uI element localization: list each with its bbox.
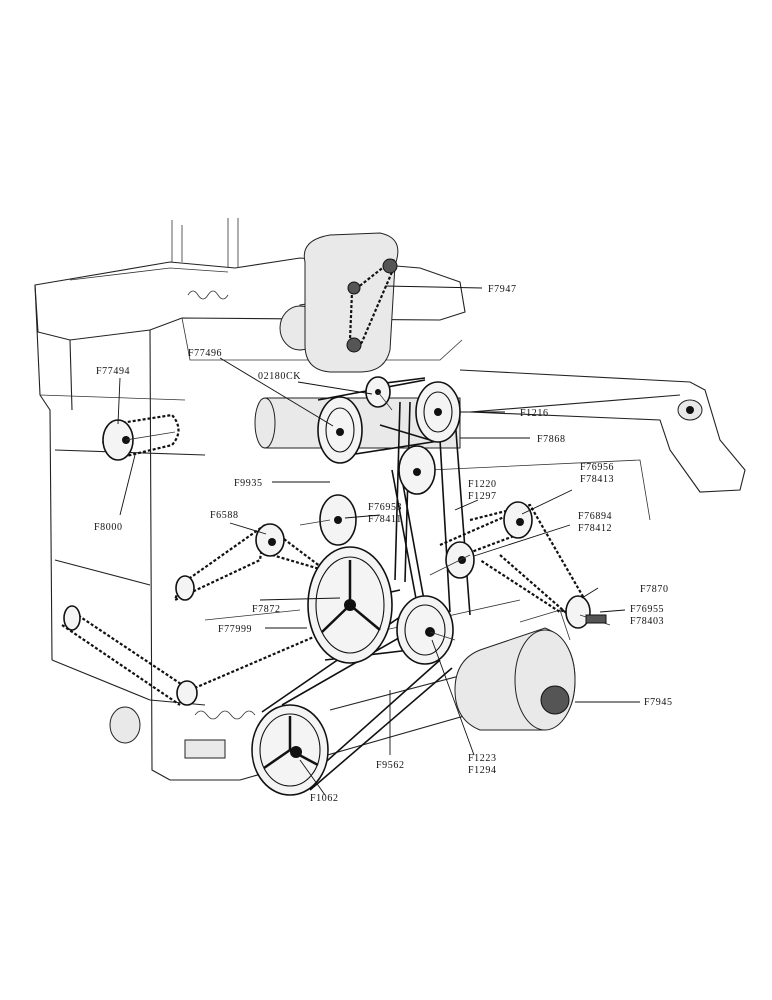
label-f7947: F7947 xyxy=(488,284,517,295)
label-f1294: F1294 xyxy=(468,765,497,776)
sprocket-f6588 xyxy=(255,523,285,557)
label-f77999: F77999 xyxy=(218,624,252,635)
label-f6588: F6588 xyxy=(210,510,239,521)
right-gearbox xyxy=(454,609,576,731)
part-labels: F7947 F77494 F77496 02180CK F1216 F7868 … xyxy=(94,284,673,804)
label-f9935: F9935 xyxy=(234,478,263,489)
label-f7945: F7945 xyxy=(644,697,673,708)
label-f1297: F1297 xyxy=(468,491,497,502)
label-f76955: F76955 xyxy=(630,604,664,615)
label-f77496: F77496 xyxy=(188,348,222,359)
label-f78412: F78412 xyxy=(578,523,612,534)
label-f76956: F76956 xyxy=(580,462,614,473)
sprocket-left-small xyxy=(63,575,198,706)
label-f7870: F7870 xyxy=(640,584,669,595)
pulley-f7872 xyxy=(307,546,393,664)
lower-shaft-spring xyxy=(109,706,256,759)
pulley-idler xyxy=(398,445,436,495)
sprocket-f76956 xyxy=(503,501,533,539)
label-f78411: F78411 xyxy=(368,514,402,525)
leader-lines xyxy=(117,285,640,796)
label-f7868: F7868 xyxy=(537,434,566,445)
pulley-f1216 xyxy=(415,381,461,443)
sprocket-f76955 xyxy=(565,595,611,629)
label-f78413: F78413 xyxy=(580,474,614,485)
label-f8000: F8000 xyxy=(94,522,123,533)
label-f9562: F9562 xyxy=(376,760,405,771)
label-f76894: F76894 xyxy=(578,511,612,522)
label-f76953: F76953 xyxy=(368,502,402,513)
pulley-02180ck xyxy=(365,376,393,411)
label-02180ck: 02180CK xyxy=(258,371,301,382)
label-f1223: F1223 xyxy=(468,753,497,764)
right-arm-hub xyxy=(677,399,703,421)
sprocket-f76894 xyxy=(429,541,475,579)
label-f77494: F77494 xyxy=(96,366,130,377)
label-f1220: F1220 xyxy=(468,479,497,490)
label-f78403: F78403 xyxy=(630,616,664,627)
top-gearbox-housing xyxy=(303,232,399,373)
pulley-f1062 xyxy=(251,704,329,796)
pulley-f76953 xyxy=(299,494,357,546)
label-f7872: F7872 xyxy=(252,604,281,615)
label-f1216: F1216 xyxy=(520,408,549,419)
pulley-f77496 xyxy=(317,396,363,464)
label-f1062: F1062 xyxy=(310,793,339,804)
pulley-f1223 xyxy=(396,595,456,665)
